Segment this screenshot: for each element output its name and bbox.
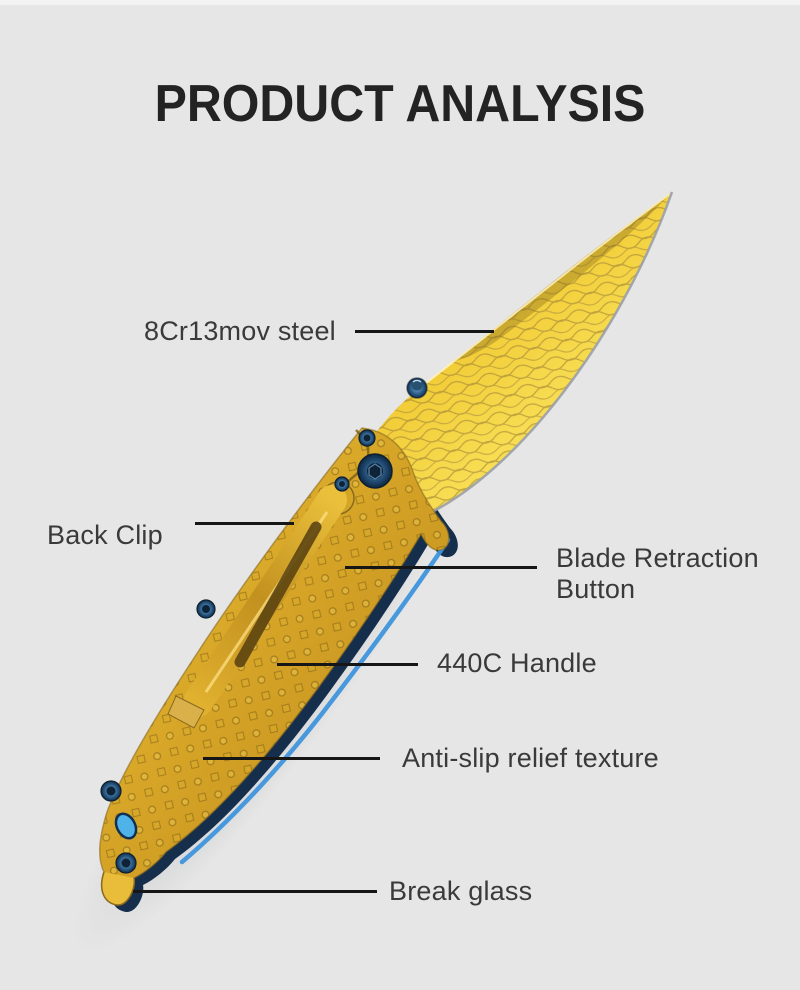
callout-line-handle-material xyxy=(277,663,418,666)
callout-line-break-glass xyxy=(133,890,377,893)
page-title: PRODUCT ANALYSIS xyxy=(154,75,646,133)
callout-label-blade-retraction-button: Blade Retraction Button xyxy=(556,543,759,604)
pivot-screw-icon xyxy=(357,453,393,489)
callout-label-break-glass: Break glass xyxy=(389,876,533,906)
screws xyxy=(100,429,393,874)
callout-label-handle-material: 440C Handle xyxy=(437,648,597,678)
knife-blade xyxy=(364,191,674,515)
top-strip xyxy=(0,0,800,5)
callout-line-blade-steel xyxy=(355,330,494,333)
callout-label-back-clip: Back Clip xyxy=(47,520,163,550)
liner-notch xyxy=(114,812,138,840)
callout-label-blade-steel: 8Cr13mov steel xyxy=(144,316,336,346)
knife-handle xyxy=(99,427,450,906)
glass-breaker-icon xyxy=(100,871,136,906)
callout-line-anti-slip-texture xyxy=(203,757,380,760)
callout-line-blade-retraction-button xyxy=(345,566,537,569)
callout-label-anti-slip-texture: Anti-slip relief texture xyxy=(402,743,659,773)
callout-line-back-clip xyxy=(195,522,294,525)
thumb-stud-icon xyxy=(406,377,428,399)
